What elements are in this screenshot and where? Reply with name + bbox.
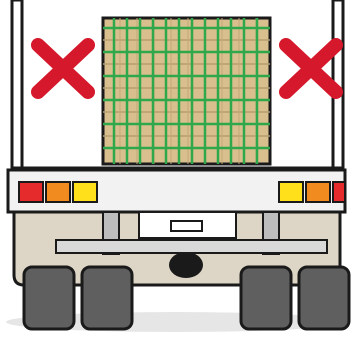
right-cross-mark bbox=[286, 45, 336, 92]
left-side-board bbox=[12, 0, 22, 168]
left-tail-lights bbox=[19, 182, 97, 202]
license-plate bbox=[171, 221, 202, 231]
left-cross-mark bbox=[38, 45, 88, 92]
rear-underride-bar bbox=[56, 240, 327, 253]
right-tail-lights bbox=[279, 182, 345, 202]
hitch bbox=[169, 252, 203, 278]
